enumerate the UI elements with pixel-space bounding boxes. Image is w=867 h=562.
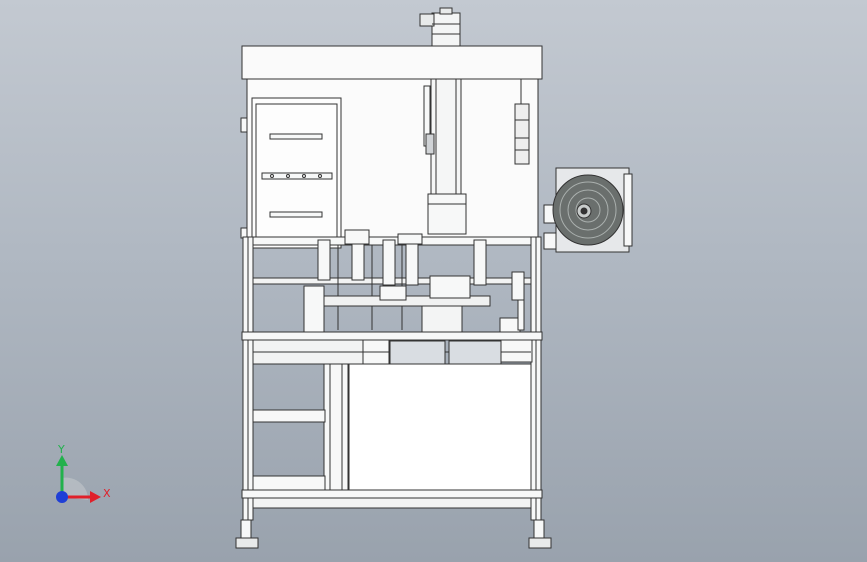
lower-cabinet[interactable] [323, 363, 532, 493]
axis-triad: Y X [56, 443, 111, 503]
leveling-feet[interactable] [235, 519, 552, 549]
table-top[interactable] [241, 331, 543, 365]
cooling-fan-unit[interactable] [543, 167, 633, 253]
door-panel[interactable] [251, 97, 342, 249]
top-cover[interactable] [241, 45, 543, 80]
z-axis-origin-icon [56, 491, 68, 503]
y-axis-label: Y [57, 443, 65, 456]
bottom-rail[interactable] [241, 489, 543, 509]
x-axis-label: X [103, 487, 111, 500]
z-plane-icon [62, 477, 89, 500]
top-cylinder[interactable] [419, 7, 461, 48]
work-plate[interactable] [303, 271, 525, 335]
shelves[interactable] [252, 409, 326, 491]
guide-rods[interactable] [317, 229, 487, 330]
hanging-sensor[interactable] [514, 79, 530, 165]
press-column[interactable] [423, 78, 467, 235]
